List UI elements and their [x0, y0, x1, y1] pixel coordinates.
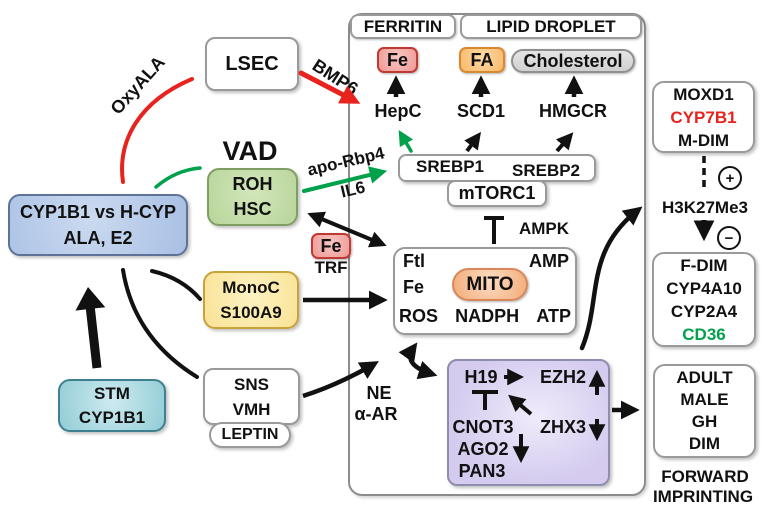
nadph-label: NADPH — [455, 306, 520, 326]
stm-cyp1b1-box: STM CYP1B1 — [58, 379, 166, 432]
minus-sign-circle: − — [717, 226, 741, 250]
scd1-label: SCD1 — [456, 101, 505, 121]
s100a9-label: S100A9 — [220, 303, 282, 322]
pan3-label: PAN3 — [458, 461, 506, 481]
fe-trf-label: Fe — [320, 235, 342, 256]
mito-fe-label: Fe — [403, 277, 425, 297]
stm-to-cyp-thick-arrow — [75, 287, 106, 369]
cyp-to-monoc-arc — [150, 269, 202, 301]
monoc-box: MonoC S100A9 — [203, 271, 299, 329]
lipid-droplet-label: LIPID DROPLET — [486, 16, 616, 36]
h3k27me3-label: H3K27Me3 — [662, 198, 748, 217]
mtorc1-label: mTORC1 — [458, 183, 536, 203]
ftl-label: Ftl — [403, 251, 425, 271]
cyp-to-sns-arc — [121, 268, 199, 379]
lipid-droplet-box: LIPID DROPLET — [460, 14, 642, 39]
mito-label: MITO — [466, 273, 514, 295]
ala-e2-label: ALA, E2 — [63, 228, 133, 248]
cyp4a10-label: CYP4A10 — [666, 278, 742, 298]
lsec-label: LSEC — [225, 52, 279, 75]
fa-label: FA — [470, 49, 494, 70]
sns-label: SNS — [234, 374, 269, 394]
lsec-box: LSEC — [205, 37, 299, 91]
adult-label: ADULT — [676, 368, 733, 387]
fe-trf-pill: Fe — [311, 233, 351, 259]
atp-label: ATP — [536, 306, 571, 326]
fa-pill: FA — [459, 47, 505, 73]
stm-cyp1b1-label: CYP1B1 — [78, 407, 146, 427]
moxd1-label: MOXD1 — [673, 84, 734, 104]
ago2-label: AGO2 — [457, 439, 509, 459]
roh-hsc-box: ROH HSC — [207, 168, 298, 226]
fdim-box: F-DIM CYP4A10 CYP2A4 CD36 — [652, 252, 756, 347]
srebp2-label: SREBP2 — [511, 161, 581, 180]
forward-label: FORWARD — [661, 467, 749, 486]
plus-icon: + — [725, 169, 735, 187]
epigenetic-purple-box — [447, 359, 610, 486]
cyp1b1-vs-hcyp-label: CYP1B1 vs H-CYP — [19, 202, 177, 222]
srebp-box — [398, 154, 596, 182]
amp-label: AMP — [529, 251, 569, 271]
ne-edge-label: NE — [366, 383, 392, 403]
vad-title: VAD — [222, 136, 278, 166]
ferritin-label: FERRITIN — [363, 16, 443, 36]
fe-label: Fe — [386, 49, 408, 70]
oxyala-edge-label: OxyALA — [106, 52, 169, 119]
cholesterol-label: Cholesterol — [523, 50, 623, 71]
h19-label: H19 — [464, 367, 498, 387]
zhx3-label: ZHX3 — [539, 417, 586, 437]
ferritin-box: FERRITIN — [350, 14, 456, 39]
moxd1-box: MOXD1 CYP7B1 M-DIM — [652, 81, 755, 153]
vmh-label: VMH — [232, 399, 271, 419]
leptin-pill: LEPTIN — [209, 422, 291, 448]
cyp1b1-blue-box: CYP1B1 vs H-CYP ALA, E2 — [8, 194, 188, 256]
cd36-label: CD36 — [682, 324, 726, 344]
cyp7b1-label: CYP7B1 — [670, 107, 737, 127]
stm-label: STM — [94, 383, 130, 403]
fe-pill: Fe — [377, 47, 418, 73]
adult-box: ADULT MALE GH DIM — [653, 364, 756, 458]
roh-label: ROH — [232, 174, 273, 194]
leptin-label: LEPTIN — [221, 426, 279, 443]
cyp-to-vad-green-curve — [154, 166, 202, 189]
monoc-label: MonoC — [222, 278, 280, 297]
alpha-ar-edge-label: α-AR — [354, 404, 398, 424]
cholesterol-pill: Cholesterol — [511, 49, 635, 73]
male-label: MALE — [680, 390, 729, 409]
sns-vmh-box: SNS VMH — [203, 368, 300, 425]
mito-pill: MITO — [452, 268, 528, 301]
srebp1-label: SREBP1 — [415, 157, 485, 176]
imprinting-label: IMPRINTING — [652, 487, 754, 506]
f-dim-label: F-DIM — [680, 255, 728, 275]
minus-icon: − — [724, 229, 734, 247]
cyp2a4-label: CYP2A4 — [670, 301, 738, 321]
m-dim-label: M-DIM — [678, 130, 729, 150]
ros-nadph-atp-row: ROS NADPH ATP — [399, 306, 571, 327]
plus-sign-circle: + — [718, 166, 742, 190]
ros-label: ROS — [399, 306, 439, 326]
trf-label: TRF — [314, 258, 348, 277]
mtorc1-box: mTORC1 — [447, 180, 547, 207]
hsc-label: HSC — [233, 199, 272, 219]
hepc-label: HepC — [374, 101, 422, 121]
ampk-label: AMPK — [518, 219, 570, 238]
hmgcr-label: HMGCR — [539, 101, 607, 121]
gh-label: GH — [691, 412, 718, 431]
dim-label: DIM — [688, 434, 721, 453]
cnot3-label: CNOT3 — [452, 417, 514, 437]
ezh2-label: EZH2 — [539, 367, 586, 387]
